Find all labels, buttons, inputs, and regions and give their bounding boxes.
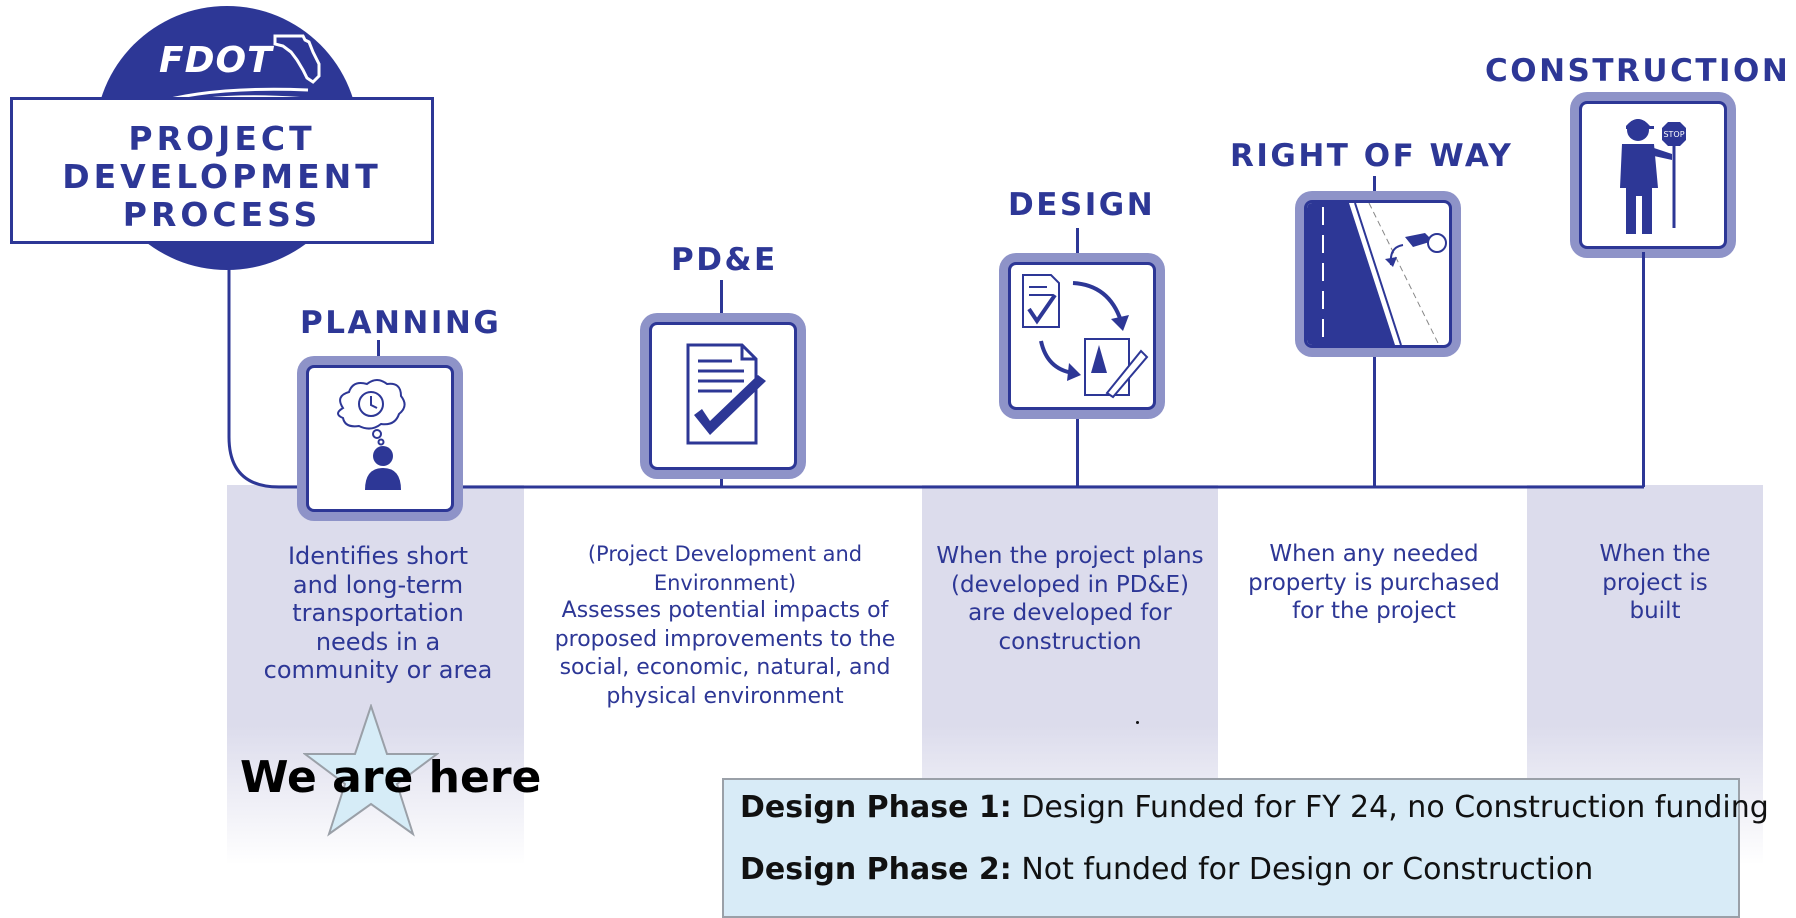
desc-design-line: When the project plans bbox=[936, 543, 1204, 569]
desc-design-line: (developed in PD&E) bbox=[951, 571, 1189, 598]
legend-phase-1-label: Design Phase 1: bbox=[740, 790, 1012, 825]
icon-box-right-of-way bbox=[1304, 200, 1452, 348]
desc-right-of-way-line: When any needed bbox=[1269, 541, 1479, 567]
desc-planning-line: Identifies short bbox=[287, 542, 469, 570]
phase-title-construction: CONSTRUCTION bbox=[1485, 53, 1791, 89]
title-line-1: PROJECT bbox=[128, 119, 316, 158]
we-are-here-label: We are here bbox=[240, 752, 542, 803]
desc-right-of-way-line: for the project bbox=[1292, 598, 1456, 624]
icon-box-construction: STOP bbox=[1579, 101, 1727, 249]
legend-row-phase-2: Design Phase 2: Not funded for Design or… bbox=[740, 852, 1593, 887]
desc-design: When the project plans (developed in PD&… bbox=[924, 542, 1216, 656]
timeline-connector bbox=[227, 262, 1644, 489]
flagger-worker-icon: STOP bbox=[1620, 119, 1686, 234]
desc-construction-line: When the bbox=[1599, 541, 1711, 567]
thought-person-icon bbox=[337, 379, 406, 490]
phase-title-design: DESIGN bbox=[1008, 187, 1156, 223]
title-line-2: DEVELOPMENT bbox=[62, 157, 382, 196]
fdot-logo-text: FDOT bbox=[159, 40, 273, 81]
legend-phase-2-label: Design Phase 2: bbox=[740, 852, 1012, 887]
desc-design-line: construction bbox=[998, 628, 1142, 655]
stem-pde-lower bbox=[720, 465, 723, 487]
phase-title-pde: PD&E bbox=[671, 242, 778, 278]
icon-box-design bbox=[1008, 262, 1156, 410]
desc-design-line: are developed for bbox=[968, 600, 1172, 626]
florida-map-icon bbox=[273, 34, 321, 84]
desc-right-of-way: When any needed property is purchased fo… bbox=[1222, 540, 1526, 626]
stem-right-of-way bbox=[1373, 176, 1376, 200]
stem-pde bbox=[720, 280, 723, 314]
icon-box-pde bbox=[649, 322, 797, 470]
desc-right-of-way-line: property is purchased bbox=[1248, 569, 1500, 596]
legend-row-phase-1: Design Phase 1: Design Funded for FY 24,… bbox=[740, 790, 1769, 825]
desc-planning-line: transportation bbox=[292, 599, 464, 627]
svg-text:STOP: STOP bbox=[1663, 130, 1684, 139]
legend-phase-2-text: Not funded for Design or Construction bbox=[1011, 852, 1594, 887]
desc-construction-line: project is bbox=[1602, 569, 1708, 596]
desc-planning: Identifies short and long-term transport… bbox=[228, 542, 528, 685]
desc-planning-line: community or area bbox=[263, 656, 493, 684]
design-phase-legend: Design Phase 1: Design Funded for FY 24,… bbox=[722, 778, 1769, 918]
stray-dot bbox=[1136, 721, 1139, 724]
page-title: PROJECT DEVELOPMENT PROCESS bbox=[10, 97, 434, 244]
stem-planning bbox=[377, 340, 380, 368]
stem-construction-lower bbox=[1642, 252, 1645, 487]
phase-title-planning: PLANNING bbox=[300, 305, 502, 341]
desc-construction: When the project is built bbox=[1528, 540, 1782, 626]
desc-pde-line: Assesses potential impacts of bbox=[561, 598, 889, 623]
desc-construction-line: built bbox=[1629, 598, 1681, 624]
desc-planning-line: needs in a bbox=[315, 627, 441, 656]
checklist-document-icon bbox=[686, 343, 766, 445]
desc-pde: (Project Development and Environment) As… bbox=[530, 540, 920, 711]
star-icon bbox=[303, 704, 439, 837]
plans-to-design-icon bbox=[1022, 274, 1149, 399]
stem-right-of-way-lower bbox=[1373, 347, 1376, 487]
title-line-3: PROCESS bbox=[122, 195, 322, 234]
desc-pde-line: social, economic, natural, and bbox=[559, 655, 891, 680]
road-property-purchase-icon bbox=[1307, 203, 1447, 345]
desc-pde-subtitle-line: Environment) bbox=[653, 570, 797, 595]
desc-pde-line: proposed improvements to the bbox=[554, 626, 896, 652]
legend-phase-1-text: Design Funded for FY 24, no Construction… bbox=[1011, 790, 1769, 825]
desc-pde-subtitle-line: (Project Development and bbox=[587, 542, 863, 566]
stem-design-lower bbox=[1076, 408, 1079, 487]
desc-planning-line: and long-term bbox=[292, 570, 464, 599]
desc-pde-line: physical environment bbox=[606, 683, 844, 709]
stem-design bbox=[1076, 228, 1079, 262]
phase-title-right-of-way: RIGHT OF WAY bbox=[1230, 138, 1514, 174]
icon-box-planning bbox=[306, 365, 454, 512]
